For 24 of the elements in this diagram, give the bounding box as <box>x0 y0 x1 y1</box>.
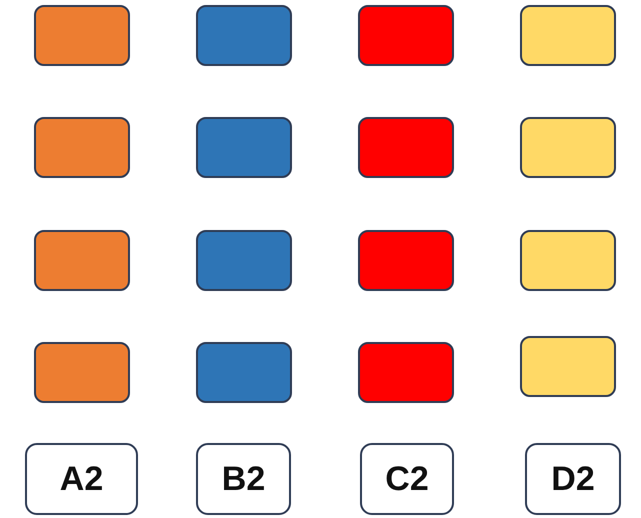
colored-box <box>520 336 616 397</box>
colored-box <box>196 342 292 403</box>
label-box <box>196 443 291 515</box>
label-text: D2 <box>551 460 595 498</box>
label-text: A2 <box>60 460 104 498</box>
colored-box <box>34 5 130 66</box>
label-box <box>360 443 454 515</box>
colored-box <box>520 5 616 66</box>
label-box <box>25 443 138 515</box>
colored-box <box>358 342 454 403</box>
label-text: C2 <box>385 460 429 498</box>
colored-box <box>196 230 292 291</box>
colored-box <box>196 5 292 66</box>
colored-box <box>358 230 454 291</box>
label-box <box>525 443 621 515</box>
colored-box <box>358 5 454 66</box>
label-text: B2 <box>222 460 266 498</box>
colored-box <box>520 117 616 178</box>
colored-box <box>34 342 130 403</box>
colored-box <box>34 117 130 178</box>
colored-box <box>358 117 454 178</box>
colored-box <box>196 117 292 178</box>
colored-box <box>520 230 616 291</box>
colored-box <box>34 230 130 291</box>
